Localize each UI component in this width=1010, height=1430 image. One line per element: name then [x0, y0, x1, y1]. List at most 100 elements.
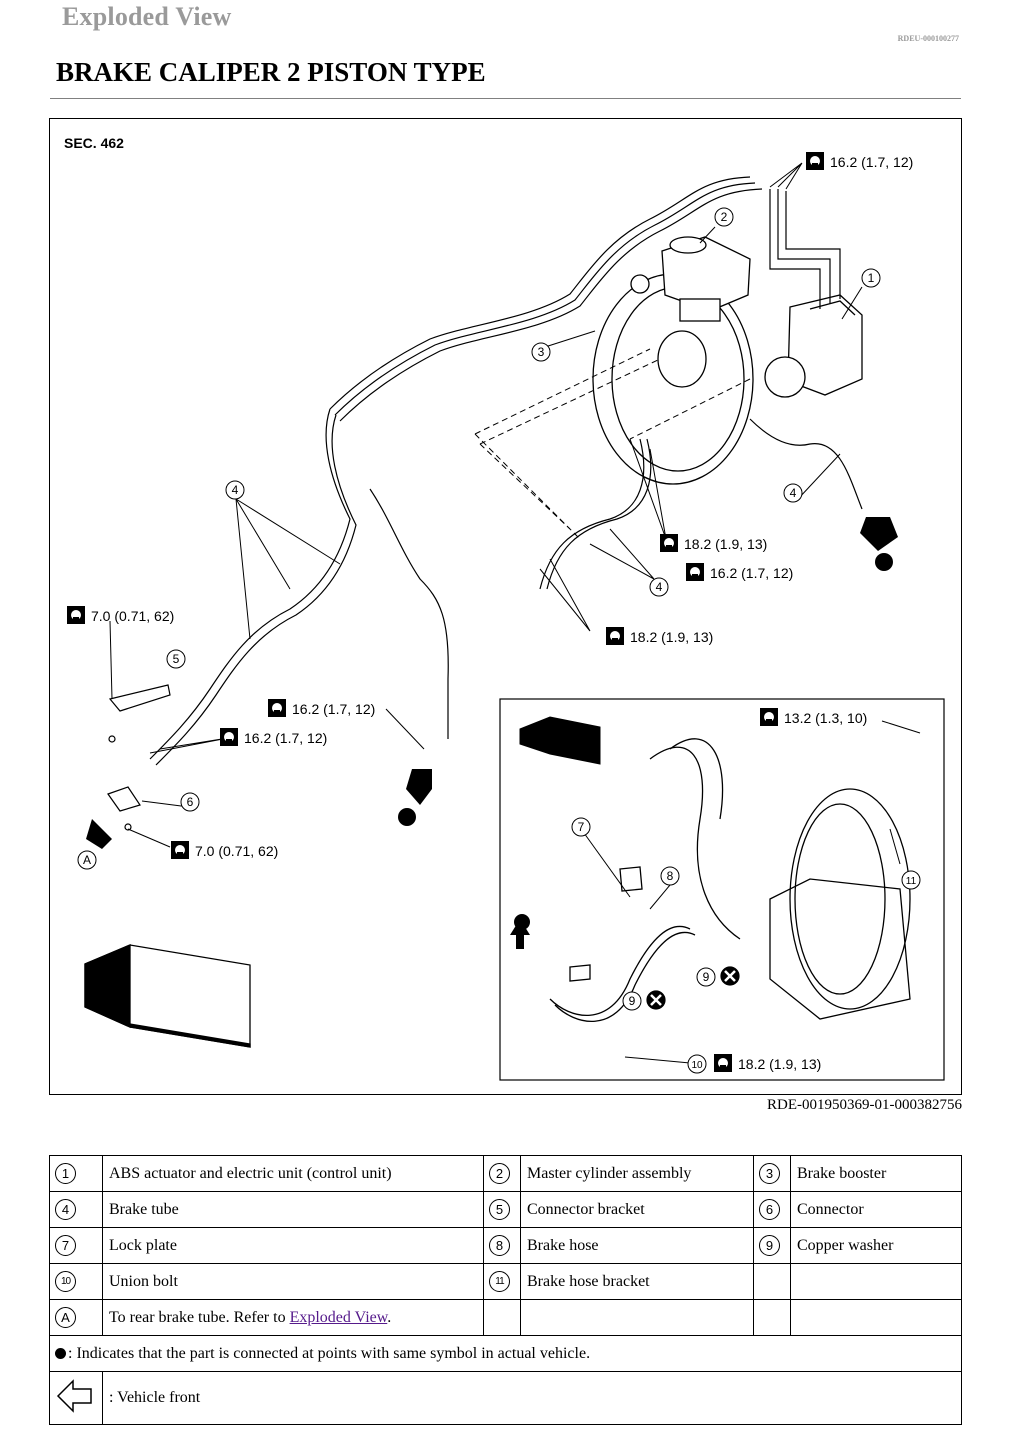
svg-text:4: 4	[790, 486, 797, 500]
svg-text:9: 9	[629, 994, 636, 1008]
torque-value: 18.2 (1.9, 13)	[630, 629, 713, 645]
legend-text: Master cylinder assembly	[520, 1155, 754, 1192]
svg-text:6: 6	[187, 795, 194, 809]
torque-value: 16.2 (1.7, 12)	[830, 154, 913, 170]
legend-symbol-empty	[753, 1299, 791, 1336]
figure-code: RDE-001950369-01-000382756	[767, 1097, 962, 1113]
svg-text:1: 1	[868, 271, 875, 285]
legend-text: Union bolt	[102, 1263, 484, 1300]
dashed-guide-lines	[474, 348, 751, 540]
brake-tube-lines	[149, 176, 863, 766]
callout-8: 8	[660, 866, 680, 886]
legend-row: 4 Brake tube 5 Connector bracket 6 Conne…	[49, 1191, 962, 1228]
torque-value: 16.2 (1.7, 12)	[292, 701, 375, 717]
torque-value: 18.2 (1.9, 13)	[684, 536, 767, 552]
legend-symbol: 5	[483, 1191, 521, 1228]
callout-3: 3	[531, 342, 551, 362]
vehicle-front-symbol	[49, 1371, 103, 1425]
connection-note: : Indicates that the part is connected a…	[49, 1335, 962, 1372]
legend-symbol: 6	[753, 1191, 791, 1228]
title-divider	[50, 98, 961, 99]
connection-dot-icon	[55, 1347, 66, 1359]
legend-note-row: : Indicates that the part is connected a…	[49, 1335, 962, 1372]
torque-value: 16.2 (1.7, 12)	[244, 730, 327, 746]
inset-caliper-view	[499, 698, 945, 1081]
torque-values: 16.2 (1.7, 12) 18.2 (1.9, 13) 16.2 (1.7,…	[91, 154, 913, 1072]
callout-6: 6	[180, 792, 200, 812]
svg-text:4: 4	[232, 483, 239, 497]
part-callouts: 1 2 3 4 4 4 5 6 A 7 8 9 9 10 11	[77, 207, 921, 1074]
legend-symbol: 9	[753, 1227, 791, 1264]
page-title: BRAKE CALIPER 2 PISTON TYPE	[56, 57, 486, 87]
vehicle-front-arrow-large	[84, 944, 251, 1048]
legend-symbol: 4	[49, 1191, 103, 1228]
legend-text-empty	[790, 1299, 962, 1336]
legend-symbol: 7	[49, 1227, 103, 1264]
torque-value: 7.0 (0.71, 62)	[91, 608, 174, 624]
svg-text:9: 9	[703, 970, 710, 984]
legend-text: Copper washer	[790, 1227, 962, 1264]
callout-10: 10	[687, 1054, 707, 1074]
leader-lines	[109, 162, 921, 1064]
legend-row: 1 ABS actuator and electric unit (contro…	[49, 1155, 962, 1192]
callout-1: 1	[861, 268, 881, 288]
exploded-view-link[interactable]: Exploded View	[289, 1308, 388, 1326]
callout-2: 2	[714, 207, 734, 227]
legend-symbol: 2	[483, 1155, 521, 1192]
legend-text: Brake hose	[520, 1227, 754, 1264]
legend-symbol: 10	[49, 1263, 103, 1300]
legend-text: Brake hose bracket	[520, 1263, 754, 1300]
svg-text:7: 7	[578, 820, 585, 834]
svg-text:3: 3	[538, 345, 545, 359]
svg-text:A: A	[83, 853, 91, 867]
callout-7: 7	[571, 817, 591, 837]
legend-symbol: 11	[483, 1263, 521, 1300]
svg-text:2: 2	[721, 210, 728, 224]
callout-4: 4	[225, 480, 245, 500]
vehicle-front-arrow-icon	[56, 1378, 92, 1413]
callout-9: 9	[696, 967, 716, 987]
svg-text:4: 4	[656, 580, 663, 594]
legend-symbol-empty	[483, 1299, 521, 1336]
legend-symbol: 8	[483, 1227, 521, 1264]
parts-legend-table: 1 ABS actuator and electric unit (contro…	[49, 1155, 962, 1425]
legend-text: ABS actuator and electric unit (control …	[102, 1155, 484, 1192]
legend-symbol: A	[49, 1299, 103, 1336]
svg-text:5: 5	[173, 652, 180, 666]
legend-symbol: 3	[753, 1155, 791, 1192]
torque-value: 18.2 (1.9, 13)	[738, 1056, 821, 1072]
torque-value: 16.2 (1.7, 12)	[710, 565, 793, 581]
exploded-view-figure: SEC. 462	[49, 118, 962, 1095]
legend-text-empty	[520, 1299, 754, 1336]
legend-text: Connector bracket	[520, 1191, 754, 1228]
legend-symbol-empty	[753, 1263, 791, 1300]
legend-text: Brake tube	[102, 1191, 484, 1228]
callout-a: A	[77, 850, 97, 870]
section-number: SEC. 462	[64, 135, 124, 151]
connector-bracket-drawing	[107, 684, 171, 831]
exploded-view-drawing: SEC. 462	[64, 135, 945, 1081]
legend-text-empty	[790, 1263, 962, 1300]
legend-row: A To rear brake tube. Refer to Exploded …	[49, 1299, 962, 1336]
callout-5: 5	[166, 649, 186, 669]
legend-text: Lock plate	[102, 1227, 484, 1264]
legend-row: 7 Lock plate 8 Brake hose 9 Copper washe…	[49, 1227, 962, 1264]
svg-text:8: 8	[667, 869, 674, 883]
svg-text:10: 10	[691, 1060, 703, 1071]
svg-text:11: 11	[906, 876, 917, 887]
callout-4: 4	[649, 577, 669, 597]
torque-value: 13.2 (1.3, 10)	[784, 710, 867, 726]
legend-row: 10 Union bolt 11 Brake hose bracket	[49, 1263, 962, 1300]
document-code: RDEU-000100277	[897, 34, 959, 43]
legend-text: Connector	[790, 1191, 962, 1228]
callout-11: 11	[901, 870, 921, 890]
legend-symbol: 1	[49, 1155, 103, 1192]
legend-note-row: : Vehicle front	[49, 1371, 962, 1425]
connection-marks	[86, 517, 898, 849]
vehicle-front-note: : Vehicle front	[102, 1371, 962, 1425]
legend-text: To rear brake tube. Refer to Exploded Vi…	[102, 1299, 484, 1336]
master-cylinder-drawing	[630, 236, 751, 322]
callout-9: 9	[622, 991, 642, 1011]
legend-text: Brake booster	[790, 1155, 962, 1192]
section-label: Exploded View	[62, 2, 232, 31]
